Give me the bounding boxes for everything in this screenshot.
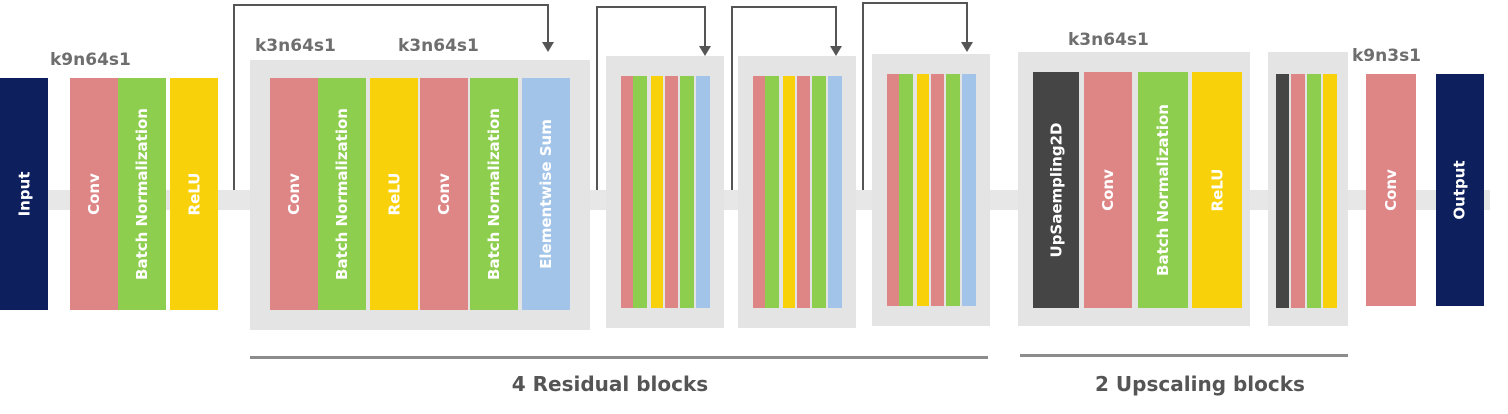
upscaling-conv-layer: Conv [1084,72,1132,308]
rb4-bn-stripe [899,74,913,306]
upscaling-bracket-label: 2 Upscaling blocks [1095,372,1305,396]
first-batch-norm-label: Batch Normalization [133,108,151,280]
residual-batch-norm-label-2: Batch Normalization [485,108,503,280]
first-relu-label: ReLU [185,172,203,216]
skip-line-4-down [966,2,968,42]
output-label: Output [1451,160,1469,220]
skip-arrow-3-icon [830,46,842,56]
final-conv-params: k9n3s1 [1352,46,1422,66]
upscaling-batch-norm-layer: Batch Normalization [1138,72,1188,308]
skip-line-2-down [704,6,706,46]
rb4-sum-stripe [962,74,976,306]
rb3-conv-stripe [753,76,765,308]
rb4-conv2-stripe [931,74,944,306]
skip-line-1-top [233,4,549,6]
first-conv-label: Conv [85,173,103,215]
upscaling-conv-params: k3n64s1 [1068,30,1149,50]
upscaling-conv-label: Conv [1099,169,1117,211]
elementwise-sum-label: Elementwise Sum [537,119,555,269]
rb2-conv2-stripe [665,76,678,308]
output-layer: Output [1436,74,1484,306]
skip-line-4-up [862,2,864,190]
skip-arrow-4-icon [961,42,973,52]
input-layer: Input [0,78,48,310]
ub2-relu-stripe [1323,74,1337,308]
residual-conv-layer-1: Conv [270,78,318,310]
residual-batch-norm-label-1: Batch Normalization [333,108,351,280]
upscaling-bracket-line [1020,354,1348,357]
skip-line-3-down [835,6,837,46]
skip-line-1-down [547,4,549,42]
input-label: Input [14,171,33,217]
upscaling-relu-label: ReLU [1208,168,1226,212]
residual-conv-2-params: k3n64s1 [398,36,479,56]
residual-batch-norm-layer-1: Batch Normalization [318,78,366,310]
first-conv-layer: Conv [70,78,118,310]
residual-conv-1-params: k3n64s1 [255,36,336,56]
rb3-relu-stripe [783,76,795,308]
skip-line-1-up [233,4,235,190]
rb4-relu-stripe [917,74,929,306]
rb4-conv-stripe [887,74,899,306]
rb2-bn2-stripe [680,76,694,308]
rb3-conv2-stripe [797,76,810,308]
upsampling-label: UpSaempling2D [1047,122,1066,258]
first-relu-layer: ReLU [170,78,218,310]
skip-line-3-top [731,6,837,8]
residual-conv-label-2: Conv [435,173,453,215]
residual-bracket-label: 4 Residual blocks [511,372,709,396]
skip-arrow-1-icon [542,42,554,52]
skip-line-2-up [596,6,598,190]
skip-arrow-2-icon [699,46,711,56]
rb3-bn2-stripe [812,76,826,308]
rb3-bn-stripe [765,76,779,308]
rb2-relu-stripe [651,76,663,308]
first-batch-norm-layer: Batch Normalization [118,78,166,310]
rb2-bn-stripe [633,76,647,308]
ub2-conv-stripe [1291,74,1305,308]
residual-conv-label-1: Conv [285,173,303,215]
rb4-bn2-stripe [946,74,960,306]
rb3-sum-stripe [828,76,842,308]
residual-batch-norm-layer-2: Batch Normalization [470,78,518,310]
final-conv-layer: Conv [1366,74,1416,306]
residual-conv-layer-2: Conv [420,78,468,310]
skip-line-2-top [596,6,706,8]
first-conv-params: k9n64s1 [50,50,131,70]
skip-line-4-top [862,2,968,4]
ub2-upsampling-stripe [1276,74,1289,308]
upscaling-relu-layer: ReLU [1192,72,1242,308]
upscaling-batch-norm-label: Batch Normalization [1154,104,1172,276]
rb2-sum-stripe [696,76,710,308]
residual-relu-label: ReLU [385,172,403,216]
elementwise-sum-layer: Elementwise Sum [522,78,570,310]
skip-line-3-up [731,6,733,190]
rb2-conv-stripe [621,76,633,308]
residual-bracket-line [250,356,988,359]
residual-relu-layer: ReLU [370,78,418,310]
upsampling-layer: UpSaempling2D [1033,72,1079,308]
final-conv-label: Conv [1382,169,1400,211]
ub2-bn-stripe [1307,74,1321,308]
